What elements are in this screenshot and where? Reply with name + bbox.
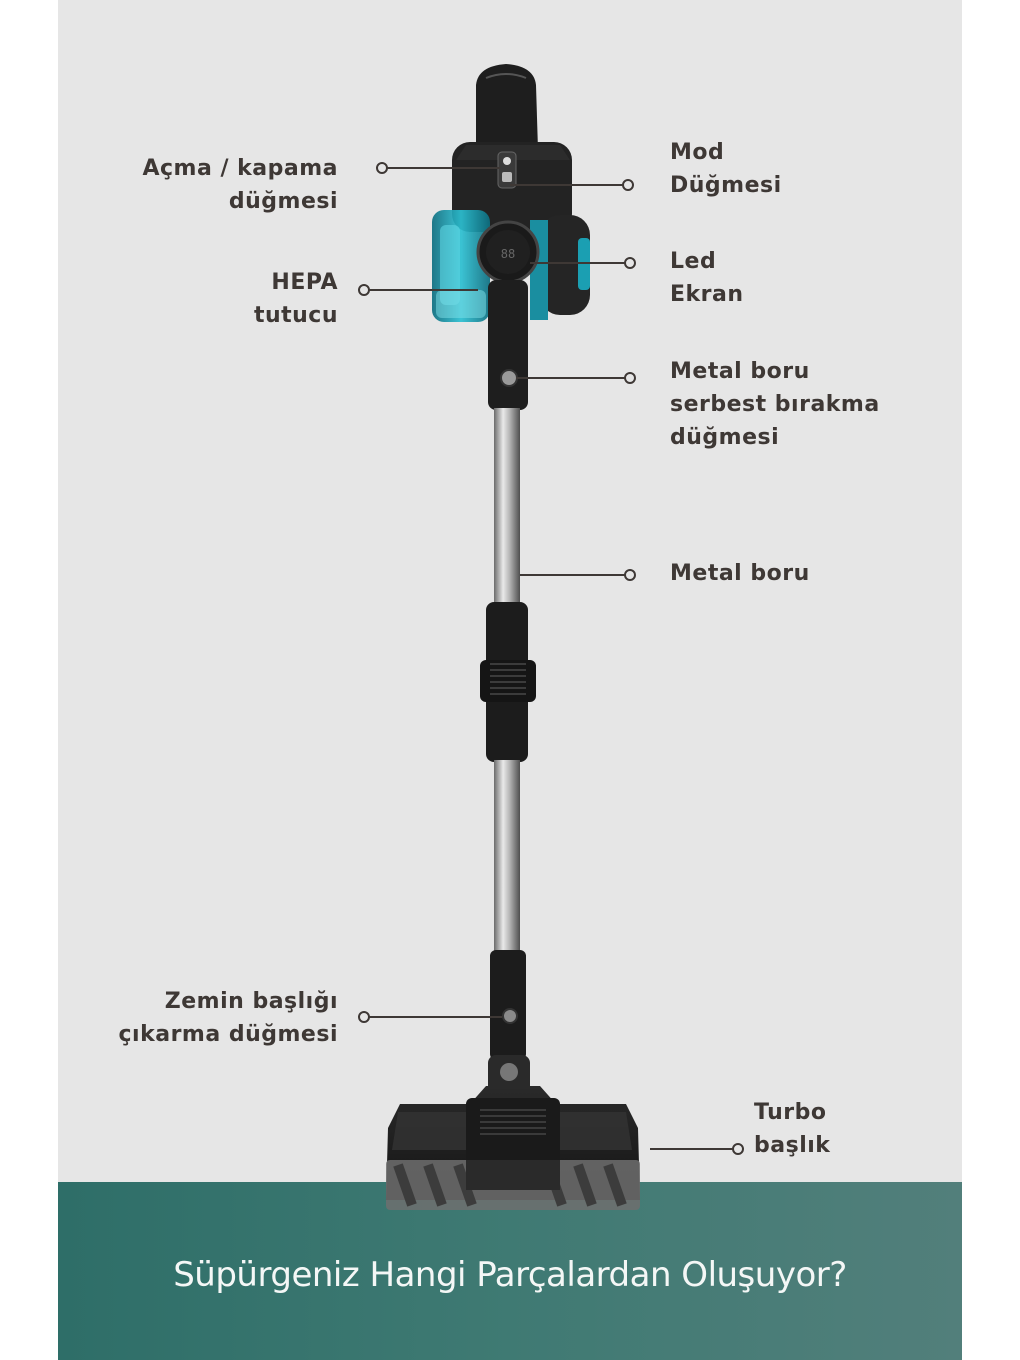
label-turbo-head: Turbo başlık [754,1096,830,1162]
label-line: Metal boru [670,359,810,384]
label-line: Turbo [754,1100,827,1125]
label-line: Zemin başlığı [164,989,338,1014]
lower-tube [494,760,520,952]
label-line: çıkarma düğmesi [118,1022,338,1047]
label-metal-tube: Metal boru [670,557,810,590]
footer-title: Süpürgeniz Hangi Parçalardan Oluşuyor? [173,1255,847,1295]
label-line: düğmesi [670,425,780,450]
tube-release-knob [500,369,518,387]
upper-tube [494,408,520,606]
label-line: düğmesi [228,189,338,214]
label-line: başlık [754,1133,831,1158]
head-release-knob [502,1008,518,1024]
label-tube-release: Metal boru serbest bırakma düğmesi [670,355,880,454]
label-line: Metal boru [670,561,810,586]
label-line: Düğmesi [670,173,782,198]
label-line: HEPA [271,270,338,295]
label-power-button: Açma / kapama düğmesi [142,152,338,218]
label-line: Ekran [670,282,744,307]
footer-band [58,1182,962,1360]
svg-text:88: 88 [501,247,515,261]
label-head-release: Zemin başlığı çıkarma düğmesi [119,985,338,1051]
label-led-screen: Led Ekran [670,245,744,311]
label-hepa-holder: HEPA tutucu [254,266,338,332]
label-line: Mod [670,140,725,165]
label-line: Led [670,249,717,274]
label-line: tutucu [253,303,338,328]
label-line: Açma / kapama [142,156,338,181]
label-mode-button: Mod Düğmesi [670,136,782,202]
label-line: serbest bırakma [670,392,880,417]
handle [476,64,538,150]
